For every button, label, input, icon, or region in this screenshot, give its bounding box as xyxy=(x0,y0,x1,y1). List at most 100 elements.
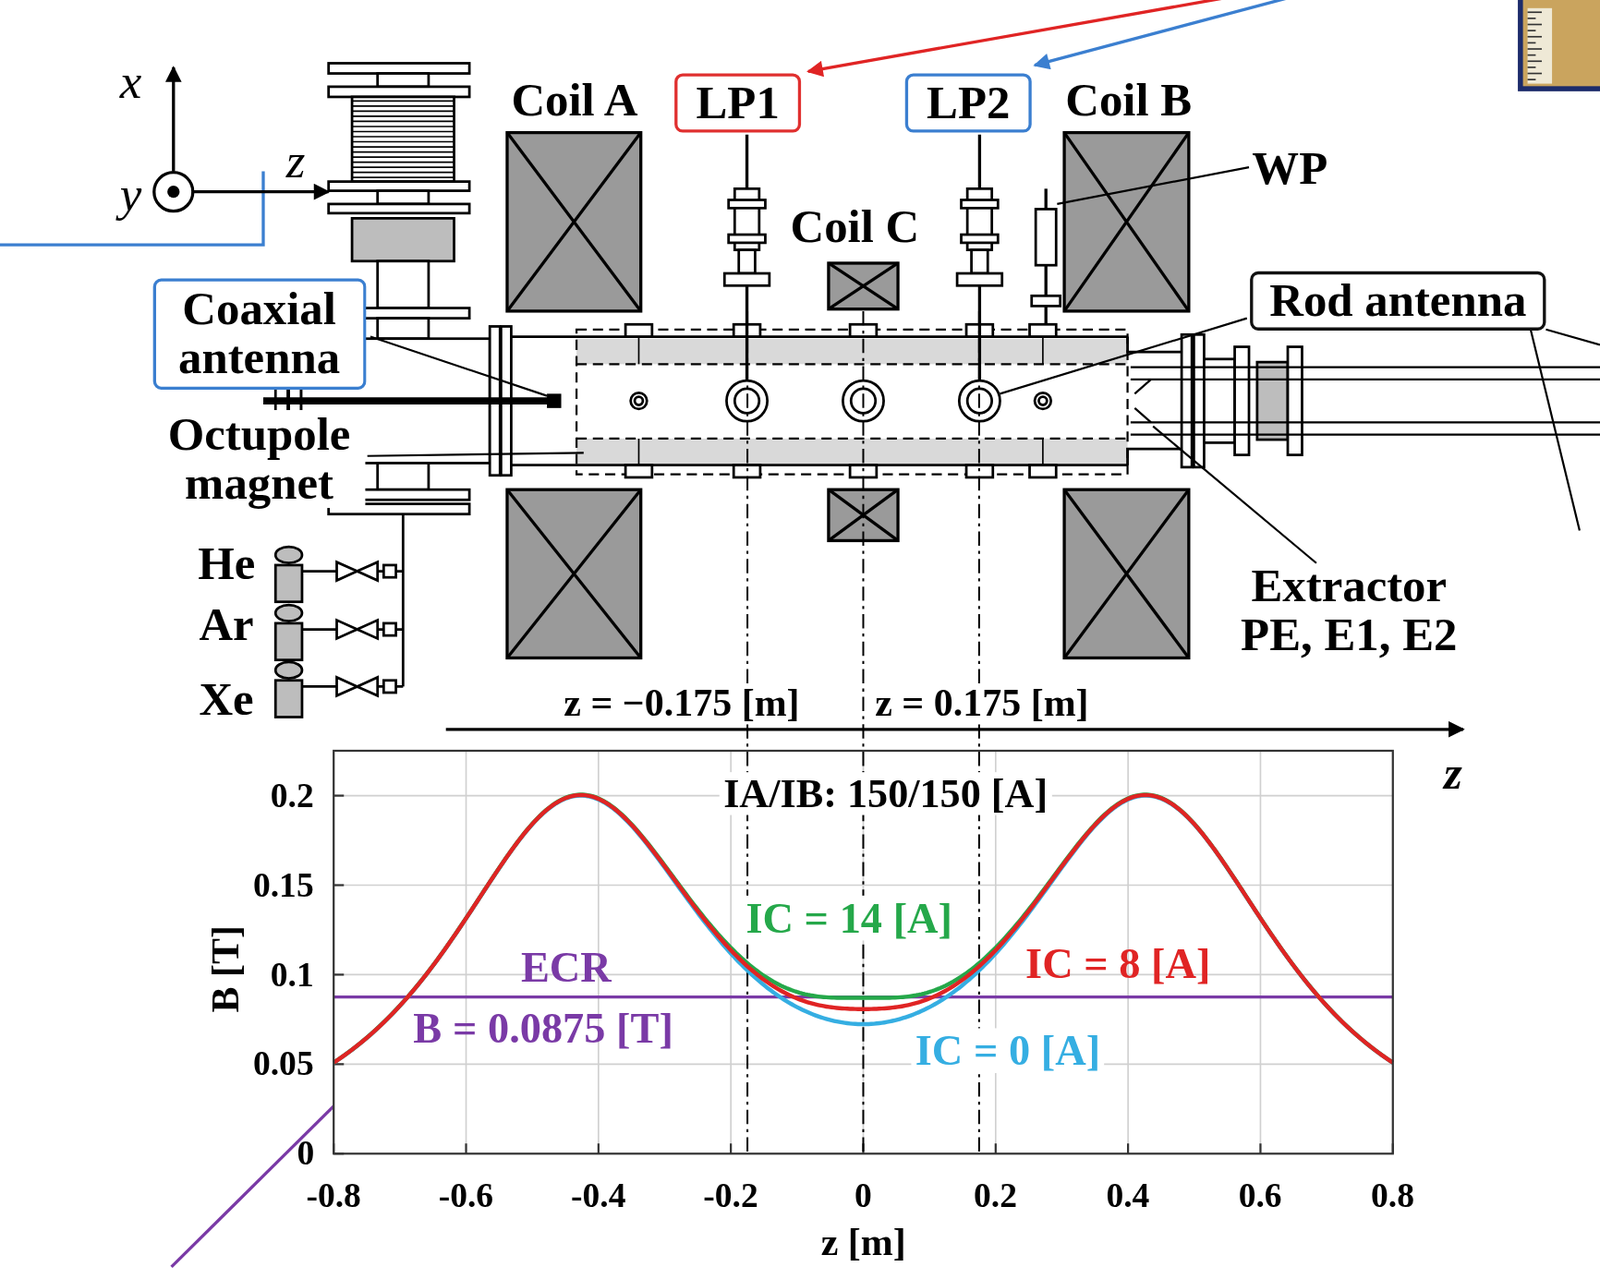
leader-line xyxy=(1056,167,1249,205)
box-label: LP2 xyxy=(926,78,1010,128)
coil xyxy=(1064,489,1189,658)
tick-label: 0.15 xyxy=(253,867,315,904)
antenna-tag: Rod antenna xyxy=(1249,271,1546,331)
gas-feed-cross xyxy=(377,318,429,340)
bellows xyxy=(351,176,454,179)
langmuir-probe xyxy=(971,250,989,274)
tick-label: 0.6 xyxy=(1238,1177,1283,1214)
axis-triad xyxy=(167,185,180,198)
extractor-electrode xyxy=(1130,378,1600,381)
bellows xyxy=(351,131,454,134)
extractor-electrode xyxy=(1130,366,1600,369)
wave-probe xyxy=(1035,208,1056,266)
gas-line xyxy=(383,623,396,636)
photo-inset xyxy=(1527,11,1542,13)
coil xyxy=(1064,133,1189,312)
field-profile-plot xyxy=(333,311,1394,1154)
box-label: Rod antenna xyxy=(1269,276,1527,326)
antenna-tag: Coaxial antenna xyxy=(152,278,366,389)
field-profile-plot xyxy=(333,751,1394,1154)
bellows xyxy=(351,151,454,154)
wave-probe xyxy=(1031,295,1061,306)
coil xyxy=(828,263,898,310)
plasma-chamber xyxy=(638,337,1043,466)
gas-line xyxy=(275,623,303,661)
plot-note: IA/IB: 150/150 [A] xyxy=(719,772,1053,815)
field-profile-plot xyxy=(465,751,468,1154)
gas-feed-cross xyxy=(328,62,470,73)
z-axis-arrow xyxy=(446,727,1464,731)
extractor-electrode xyxy=(1130,421,1600,424)
axis-triad xyxy=(171,67,175,172)
gas-line xyxy=(275,565,303,603)
photo-inset xyxy=(1527,17,1537,20)
gas-label: Xe xyxy=(198,675,254,725)
axis-label: z xyxy=(286,135,306,188)
bellows xyxy=(351,156,454,158)
plasma-chamber xyxy=(1042,438,1044,466)
gas-line xyxy=(275,662,303,679)
plasma-chamber xyxy=(576,437,1128,440)
gas-line xyxy=(275,546,303,564)
leader-line xyxy=(370,337,547,397)
tick-label: 0.1 xyxy=(270,957,315,994)
tick-label: 0.2 xyxy=(973,1177,1018,1214)
leader-line xyxy=(1000,318,1248,395)
axis-triad xyxy=(154,172,194,212)
plasma-chamber xyxy=(1042,337,1044,365)
gas-feed-cross xyxy=(377,261,429,309)
langmuir-probe xyxy=(724,273,770,286)
field-profile-plot xyxy=(978,311,981,1154)
gas-line xyxy=(275,680,303,718)
gas-feed-cross xyxy=(351,218,454,261)
coil-label: Coil B xyxy=(1065,75,1192,125)
wave-probe xyxy=(1031,188,1061,325)
field-profile-plot xyxy=(333,794,344,797)
bellows xyxy=(351,110,454,113)
plasma-chamber xyxy=(625,324,653,337)
leader-line xyxy=(1152,426,1317,564)
tick-label: 0 xyxy=(296,1135,315,1172)
extractor-flange xyxy=(1181,334,1192,468)
field-profile-plot xyxy=(994,1143,997,1154)
gas-feed-cross xyxy=(328,204,470,214)
axis-title: B [T] xyxy=(206,925,247,1013)
extractor-flange xyxy=(1235,347,1249,456)
bellows xyxy=(351,121,454,123)
box-label: LP1 xyxy=(695,78,779,128)
bellows xyxy=(351,100,454,103)
photo-inset xyxy=(1527,48,1542,50)
extractor-flange xyxy=(1257,362,1288,440)
photo-inset xyxy=(1527,24,1542,26)
callout-arrow xyxy=(1034,0,1288,66)
langmuir-probe xyxy=(728,234,766,243)
coil xyxy=(507,133,642,312)
position-label: z = 0.175 [m] xyxy=(871,683,1093,725)
gas-feed-cross xyxy=(377,191,429,205)
field-profile-plot xyxy=(729,1143,732,1154)
gas-label: Ar xyxy=(198,600,254,650)
tick-label: -0.8 xyxy=(305,1177,361,1214)
photo-inset xyxy=(1527,54,1537,57)
photo-inset xyxy=(1520,0,1600,89)
bellows xyxy=(351,115,454,118)
coil xyxy=(507,489,642,658)
bellows xyxy=(351,141,454,144)
gas-line xyxy=(401,514,405,688)
langmuir-probe xyxy=(957,273,1003,286)
extractor-electrode xyxy=(1134,379,1152,423)
gas-line xyxy=(337,562,378,582)
extractor-flange xyxy=(1181,334,1302,468)
plasma-chamber xyxy=(1127,337,1183,466)
field-profile-plot xyxy=(333,795,1394,1064)
coil-label: Coil C xyxy=(790,202,921,252)
plasma-chamber xyxy=(576,329,1128,475)
coaxial-antenna-rod xyxy=(263,397,551,405)
position-label: z = −0.175 [m] xyxy=(559,683,804,725)
photo-inset xyxy=(1527,36,1542,38)
plasma-chamber xyxy=(576,363,1128,365)
bellows xyxy=(351,135,454,138)
field-profile-plot xyxy=(464,1143,467,1154)
coaxial-antenna-rod xyxy=(546,393,561,408)
